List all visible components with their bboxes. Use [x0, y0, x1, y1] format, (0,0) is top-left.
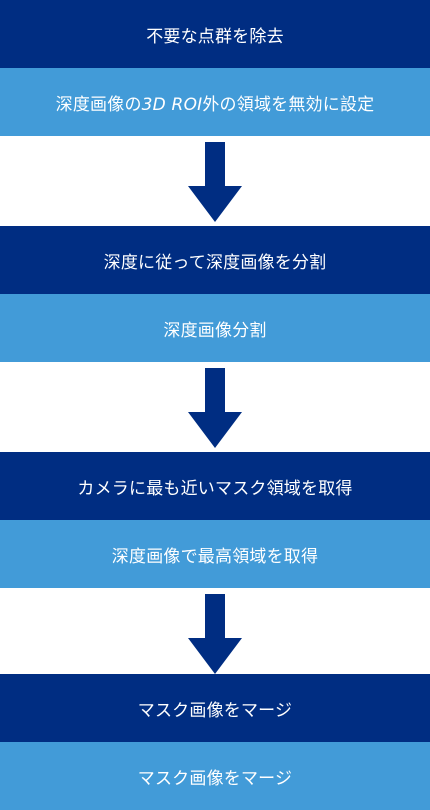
down-arrow-icon [0, 142, 430, 222]
step-3-detail-text: 深度画像で最高領域を取得 [111, 546, 319, 567]
step-1-detail-text: 深度画像の3D ROI外の領域を無効に設定 [55, 94, 375, 115]
step-1-title: 不要な点群を除去 [0, 0, 430, 68]
step-2-detail-text: 深度画像分割 [163, 320, 267, 341]
step-4-detail-text: マスク画像をマージ [137, 768, 293, 789]
step-1-title-text: 不要な点群を除去 [146, 26, 284, 47]
step-4-title: マスク画像をマージ [0, 674, 430, 742]
step-2-title: 深度に従って深度画像を分割 [0, 226, 430, 294]
down-arrow-icon [0, 368, 430, 448]
step-3-title: カメラに最も近いマスク領域を取得 [0, 452, 430, 520]
step-2-detail: 深度画像分割 [0, 294, 430, 362]
step-2-title-text: 深度に従って深度画像を分割 [103, 252, 327, 273]
down-arrow-icon [0, 594, 430, 674]
step-3-detail: 深度画像で最高領域を取得 [0, 520, 430, 588]
step-1-detail: 深度画像の3D ROI外の領域を無効に設定 [0, 68, 430, 136]
step-3-title-text: カメラに最も近いマスク領域を取得 [77, 478, 353, 499]
step-4-title-text: マスク画像をマージ [137, 700, 293, 721]
step-4-detail: マスク画像をマージ [0, 742, 430, 810]
